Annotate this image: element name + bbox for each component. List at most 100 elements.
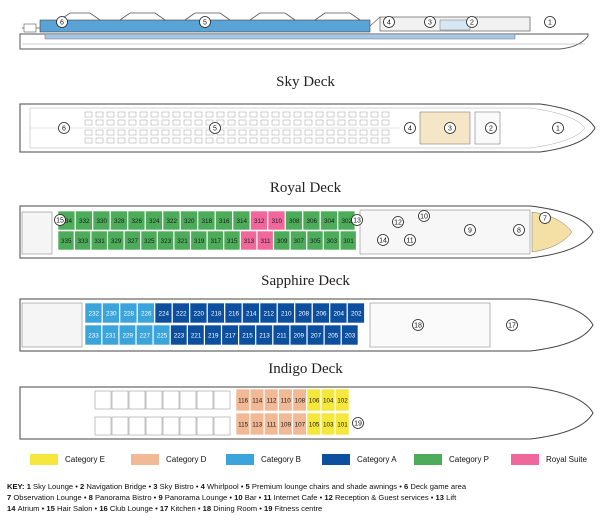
- lounge-chair: [326, 111, 335, 118]
- crew-room: [162, 416, 180, 436]
- lounge-chair: [326, 137, 335, 144]
- lounge-chair: [326, 119, 335, 126]
- svg-text:329: 329: [111, 238, 122, 245]
- profile-marker-1: 1: [544, 16, 556, 28]
- lounge-chair: [337, 129, 346, 136]
- key-item: 15 Hair Salon: [46, 503, 93, 513]
- lounge-chair: [370, 111, 379, 118]
- lounge-chair: [106, 119, 115, 126]
- legend-label: Category P: [449, 455, 490, 464]
- cabin-222: 222: [172, 302, 190, 324]
- lounge-chair: [139, 119, 148, 126]
- svg-text:309: 309: [277, 238, 288, 245]
- svg-text:325: 325: [144, 238, 155, 245]
- cabin-103: 103: [320, 412, 336, 436]
- svg-text:104: 104: [323, 397, 334, 404]
- svg-text:11: 11: [406, 238, 413, 245]
- lounge-chair: [216, 111, 225, 118]
- lounge-chair: [260, 111, 269, 118]
- cabin-204: 204: [329, 302, 348, 324]
- lounge-chair: [381, 129, 390, 136]
- svg-text:322: 322: [166, 218, 177, 225]
- lounge-chair: [238, 129, 247, 136]
- lounge-chair: [238, 119, 247, 126]
- lounge-chair: [205, 137, 214, 144]
- svg-text:305: 305: [310, 238, 321, 245]
- cabin-329: 329: [107, 230, 125, 251]
- cabin-304: 304: [320, 210, 338, 231]
- royal-deck-title: Royal Deck: [269, 180, 342, 196]
- svg-text:232: 232: [88, 310, 99, 317]
- lounge-chair: [139, 111, 148, 118]
- lounge-chair: [161, 137, 170, 144]
- lounge-chair: [183, 111, 192, 118]
- lounge-chair: [271, 111, 280, 118]
- lounge-chair: [161, 119, 170, 126]
- royal-marker-14: 14: [377, 234, 389, 246]
- key-item: 7 Observation Lounge: [7, 492, 82, 502]
- legend-label: Category A: [357, 455, 397, 464]
- svg-text:321: 321: [177, 238, 188, 245]
- svg-text:4: 4: [387, 20, 391, 27]
- sky-marker-6: 6: [58, 122, 70, 134]
- svg-text:109: 109: [280, 421, 291, 428]
- cabin-327: 327: [124, 230, 141, 251]
- svg-text:18: 18: [414, 323, 422, 330]
- profile-marker-3: 3: [424, 16, 436, 28]
- cabin-324: 324: [145, 210, 163, 231]
- lounge-chair: [117, 129, 126, 136]
- svg-text:5: 5: [203, 20, 207, 27]
- cabin-318: 318: [197, 210, 216, 231]
- royal-marker-15: 15: [54, 214, 66, 226]
- lounge-chair: [84, 137, 93, 144]
- svg-text:306: 306: [306, 218, 317, 225]
- svg-text:301: 301: [343, 238, 354, 245]
- lounge-chair: [117, 137, 126, 144]
- svg-text:1: 1: [548, 20, 552, 27]
- lounge-chair: [227, 119, 236, 126]
- sky-deck-title: Sky Deck: [276, 74, 335, 90]
- sky-marker-4: 4: [404, 122, 416, 134]
- lounge-chair: [249, 129, 258, 136]
- svg-text:108: 108: [295, 397, 306, 404]
- lounge-chair: [370, 129, 379, 136]
- svg-text:320: 320: [184, 218, 195, 225]
- profile-marker-6: 6: [56, 16, 68, 28]
- cabin-227: 227: [136, 324, 154, 346]
- svg-text:315: 315: [227, 238, 238, 245]
- lounge-chair: [348, 137, 357, 144]
- svg-text:5: 5: [213, 126, 217, 133]
- cabin-315: 315: [223, 230, 241, 251]
- svg-text:6: 6: [60, 20, 64, 27]
- cabin-232: 232: [84, 302, 103, 324]
- svg-text:224: 224: [158, 310, 169, 317]
- lounge-chair: [128, 129, 137, 136]
- cabin-333: 333: [74, 230, 91, 251]
- lounge-chair: [249, 111, 258, 118]
- cabin-313: 313: [240, 230, 257, 251]
- lounge-chair: [139, 137, 148, 144]
- svg-text:112: 112: [266, 397, 277, 404]
- key-item: 17 Kitchen: [159, 503, 196, 513]
- svg-text:222: 222: [176, 310, 187, 317]
- lounge-chair: [194, 119, 203, 126]
- lounge-chair: [106, 137, 115, 144]
- cabin-226: 226: [137, 302, 155, 324]
- legend-label: Royal Suite: [546, 455, 587, 464]
- cabin-112: 112: [264, 388, 279, 412]
- cabin-310: 310: [267, 210, 286, 231]
- svg-text:211: 211: [277, 332, 288, 339]
- svg-text:113: 113: [252, 421, 263, 428]
- lounge-chair: [282, 119, 291, 126]
- svg-text:111: 111: [267, 421, 277, 428]
- sapphire-marker-17: 17: [506, 319, 518, 331]
- lounge-chair: [117, 111, 126, 118]
- lounge-chair: [260, 129, 269, 136]
- key-item: 19 Fitness centre: [264, 503, 323, 513]
- key-item: 1 Sky Lounge: [26, 482, 74, 491]
- key-item: 11 Internet Cafe: [263, 492, 318, 502]
- cabin-214: 214: [242, 302, 260, 324]
